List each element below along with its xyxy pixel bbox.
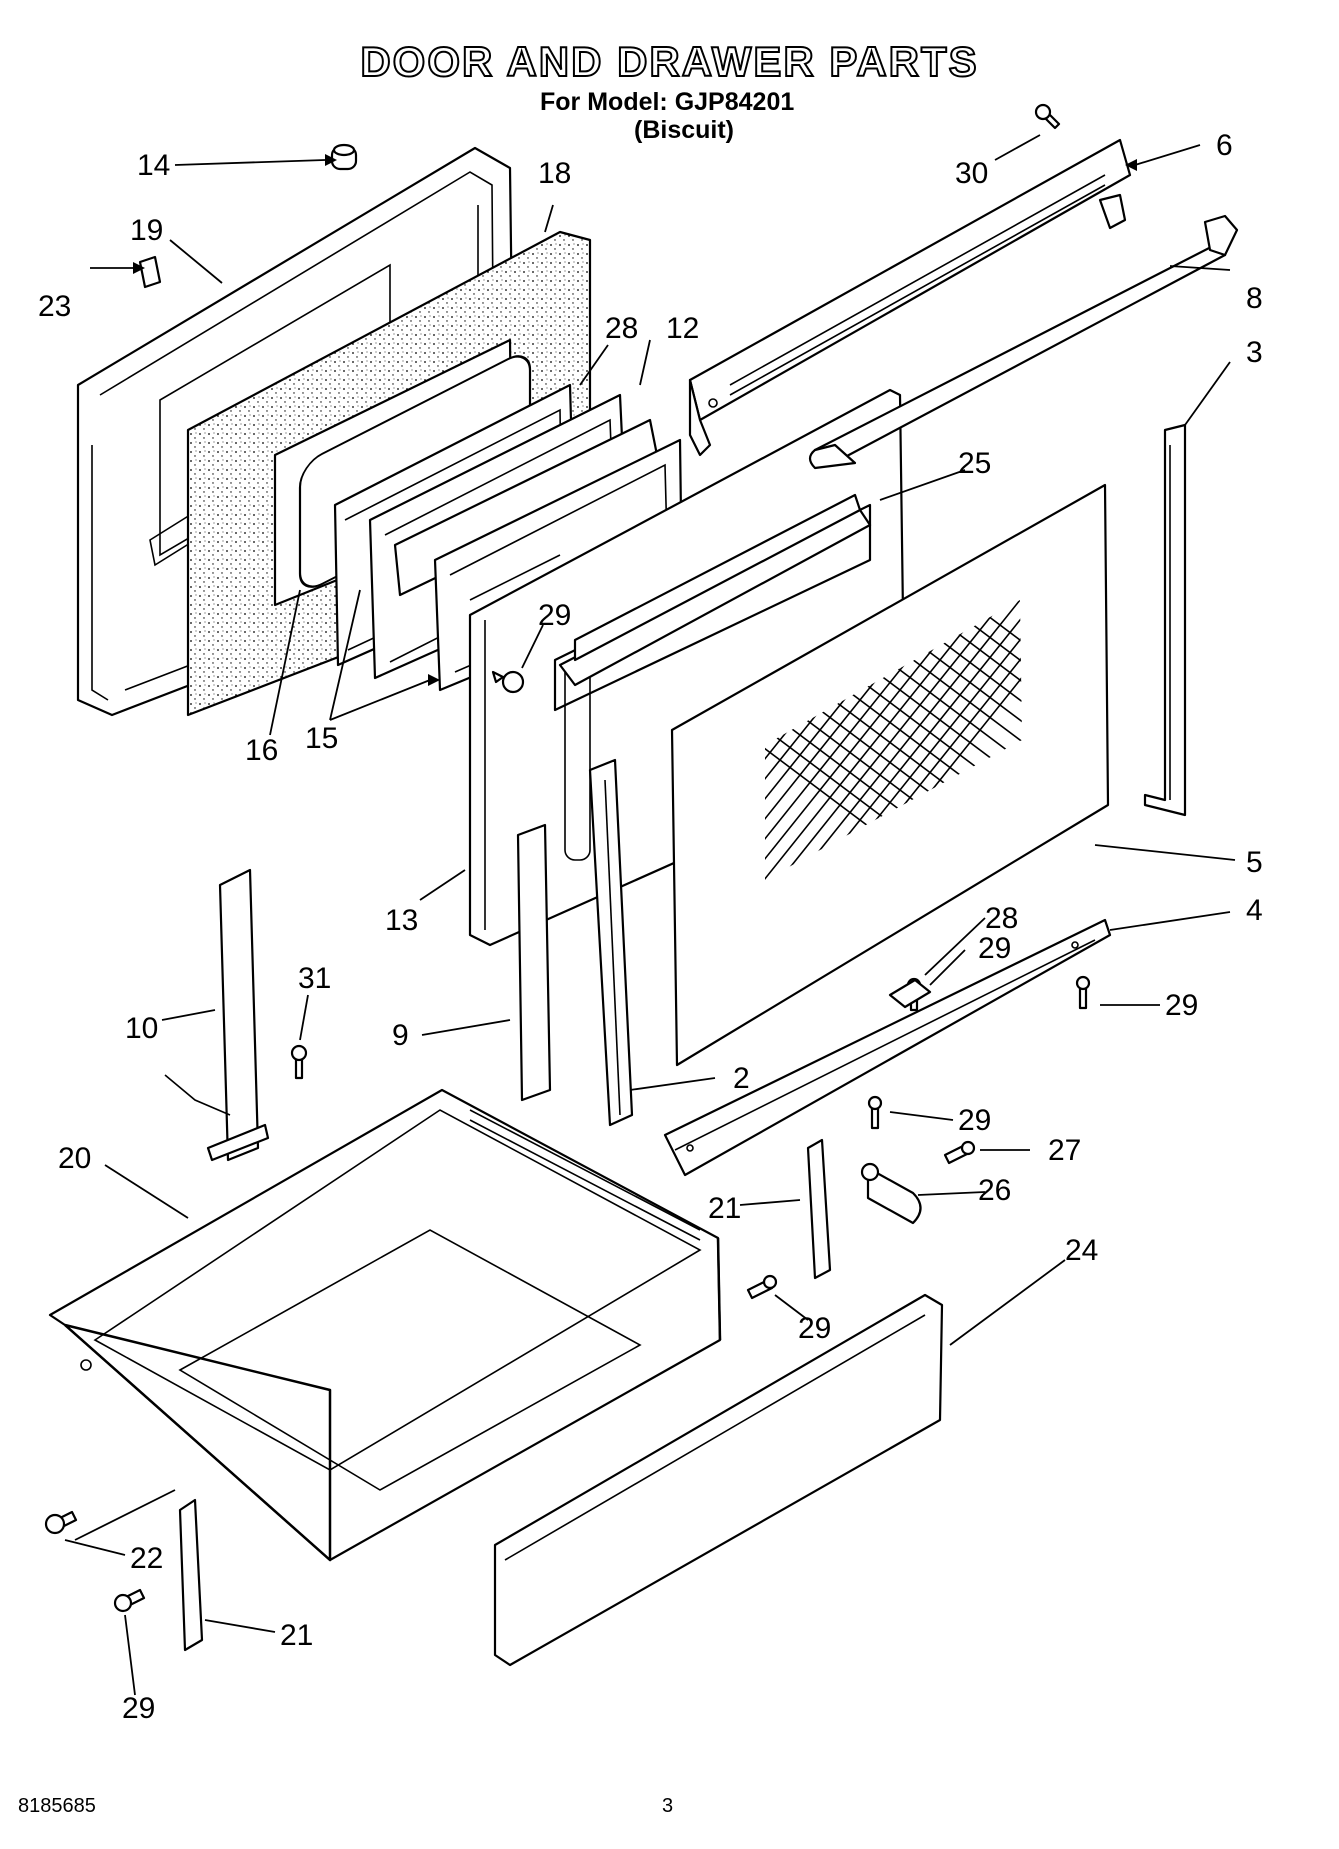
callout-8: 8 [1246, 282, 1263, 315]
callout-28-top: 28 [605, 312, 638, 345]
callout-5: 5 [1246, 846, 1263, 879]
bracket-icon-28 [888, 978, 932, 1009]
callout-6: 6 [1216, 129, 1233, 162]
drawer-slide-21-upper [806, 1138, 832, 1280]
callout-29-lower: 29 [958, 1104, 991, 1137]
callout-23: 23 [38, 290, 71, 323]
screw-icons [44, 103, 1091, 1613]
callout-24: 24 [1065, 1234, 1098, 1267]
screw-icon-29-right [1075, 975, 1091, 1010]
drawer-body-20 [48, 1088, 722, 1562]
callout-2: 2 [733, 1062, 750, 1095]
handle-rod-8 [808, 214, 1239, 470]
screw-icon-29-door [491, 670, 525, 694]
callout-21-lower: 21 [280, 1619, 313, 1652]
drawer-slide-21-lower [178, 1498, 204, 1652]
drawer-front-panel-24 [493, 1293, 944, 1667]
callout-14: 14 [137, 149, 170, 182]
callout-10: 10 [125, 1012, 158, 1045]
leader-lines [64, 134, 1236, 1696]
screw-icon-29-drawer [746, 1274, 778, 1300]
screw-icon-29-bottom [113, 1588, 146, 1613]
screw-icon-27 [943, 1140, 976, 1165]
callout-29-door: 29 [538, 599, 571, 632]
callout-4: 4 [1246, 894, 1263, 927]
callout-26: 26 [978, 1174, 1011, 1207]
bottom-trim-4 [663, 918, 1112, 1177]
callout-29-bottom: 29 [122, 1692, 155, 1725]
callout-31: 31 [298, 962, 331, 995]
door-front-panel-5 [670, 483, 1110, 1067]
callout-29-right: 29 [1165, 989, 1198, 1022]
screw-icon-31 [290, 1044, 308, 1080]
callout-22: 22 [130, 1542, 163, 1575]
callout-18: 18 [538, 157, 571, 190]
vent-trim-6 [688, 138, 1132, 457]
callout-19: 19 [130, 214, 163, 247]
callout-30: 30 [955, 157, 988, 190]
callout-3: 3 [1246, 336, 1263, 369]
screw-icon-22 [44, 1510, 78, 1535]
model-variant: (Biscuit) [634, 116, 734, 144]
callout-13: 13 [385, 904, 418, 937]
screw-icon-29-lower [867, 1095, 883, 1130]
hinge-bracket-10 [164, 868, 270, 1162]
stop-icon-26 [860, 1162, 922, 1225]
page-title: DOOR AND DRAWER PARTS [359, 37, 979, 86]
page-number: 3 [662, 1795, 674, 1817]
clip-icon-23 [138, 255, 162, 289]
callout-27: 27 [1048, 1134, 1081, 1167]
document-number: 8185685 [18, 1795, 96, 1817]
callout-labels: 14 18 19 23 28 12 16 15 29 30 6 8 3 25 5… [38, 129, 1263, 1725]
door-handle-25 [558, 493, 872, 687]
side-trim-2 [588, 758, 634, 1127]
callout-20: 20 [58, 1142, 91, 1175]
model-number: For Model: GJP84201 [540, 88, 795, 116]
callout-29-mid: 29 [978, 932, 1011, 965]
screw-icon-30 [1034, 103, 1061, 130]
callout-28-bottom: 28 [985, 902, 1018, 935]
callout-25: 25 [958, 447, 991, 480]
callout-15: 15 [305, 722, 338, 755]
callout-29-drawer: 29 [798, 1312, 831, 1345]
callout-9: 9 [392, 1019, 409, 1052]
side-trim-9 [516, 823, 552, 1102]
callout-16: 16 [245, 734, 278, 767]
callout-21-upper: 21 [708, 1192, 741, 1225]
side-trim-3 [1143, 423, 1187, 817]
callout-12: 12 [666, 312, 699, 345]
bumper-icon-14 [330, 143, 358, 171]
